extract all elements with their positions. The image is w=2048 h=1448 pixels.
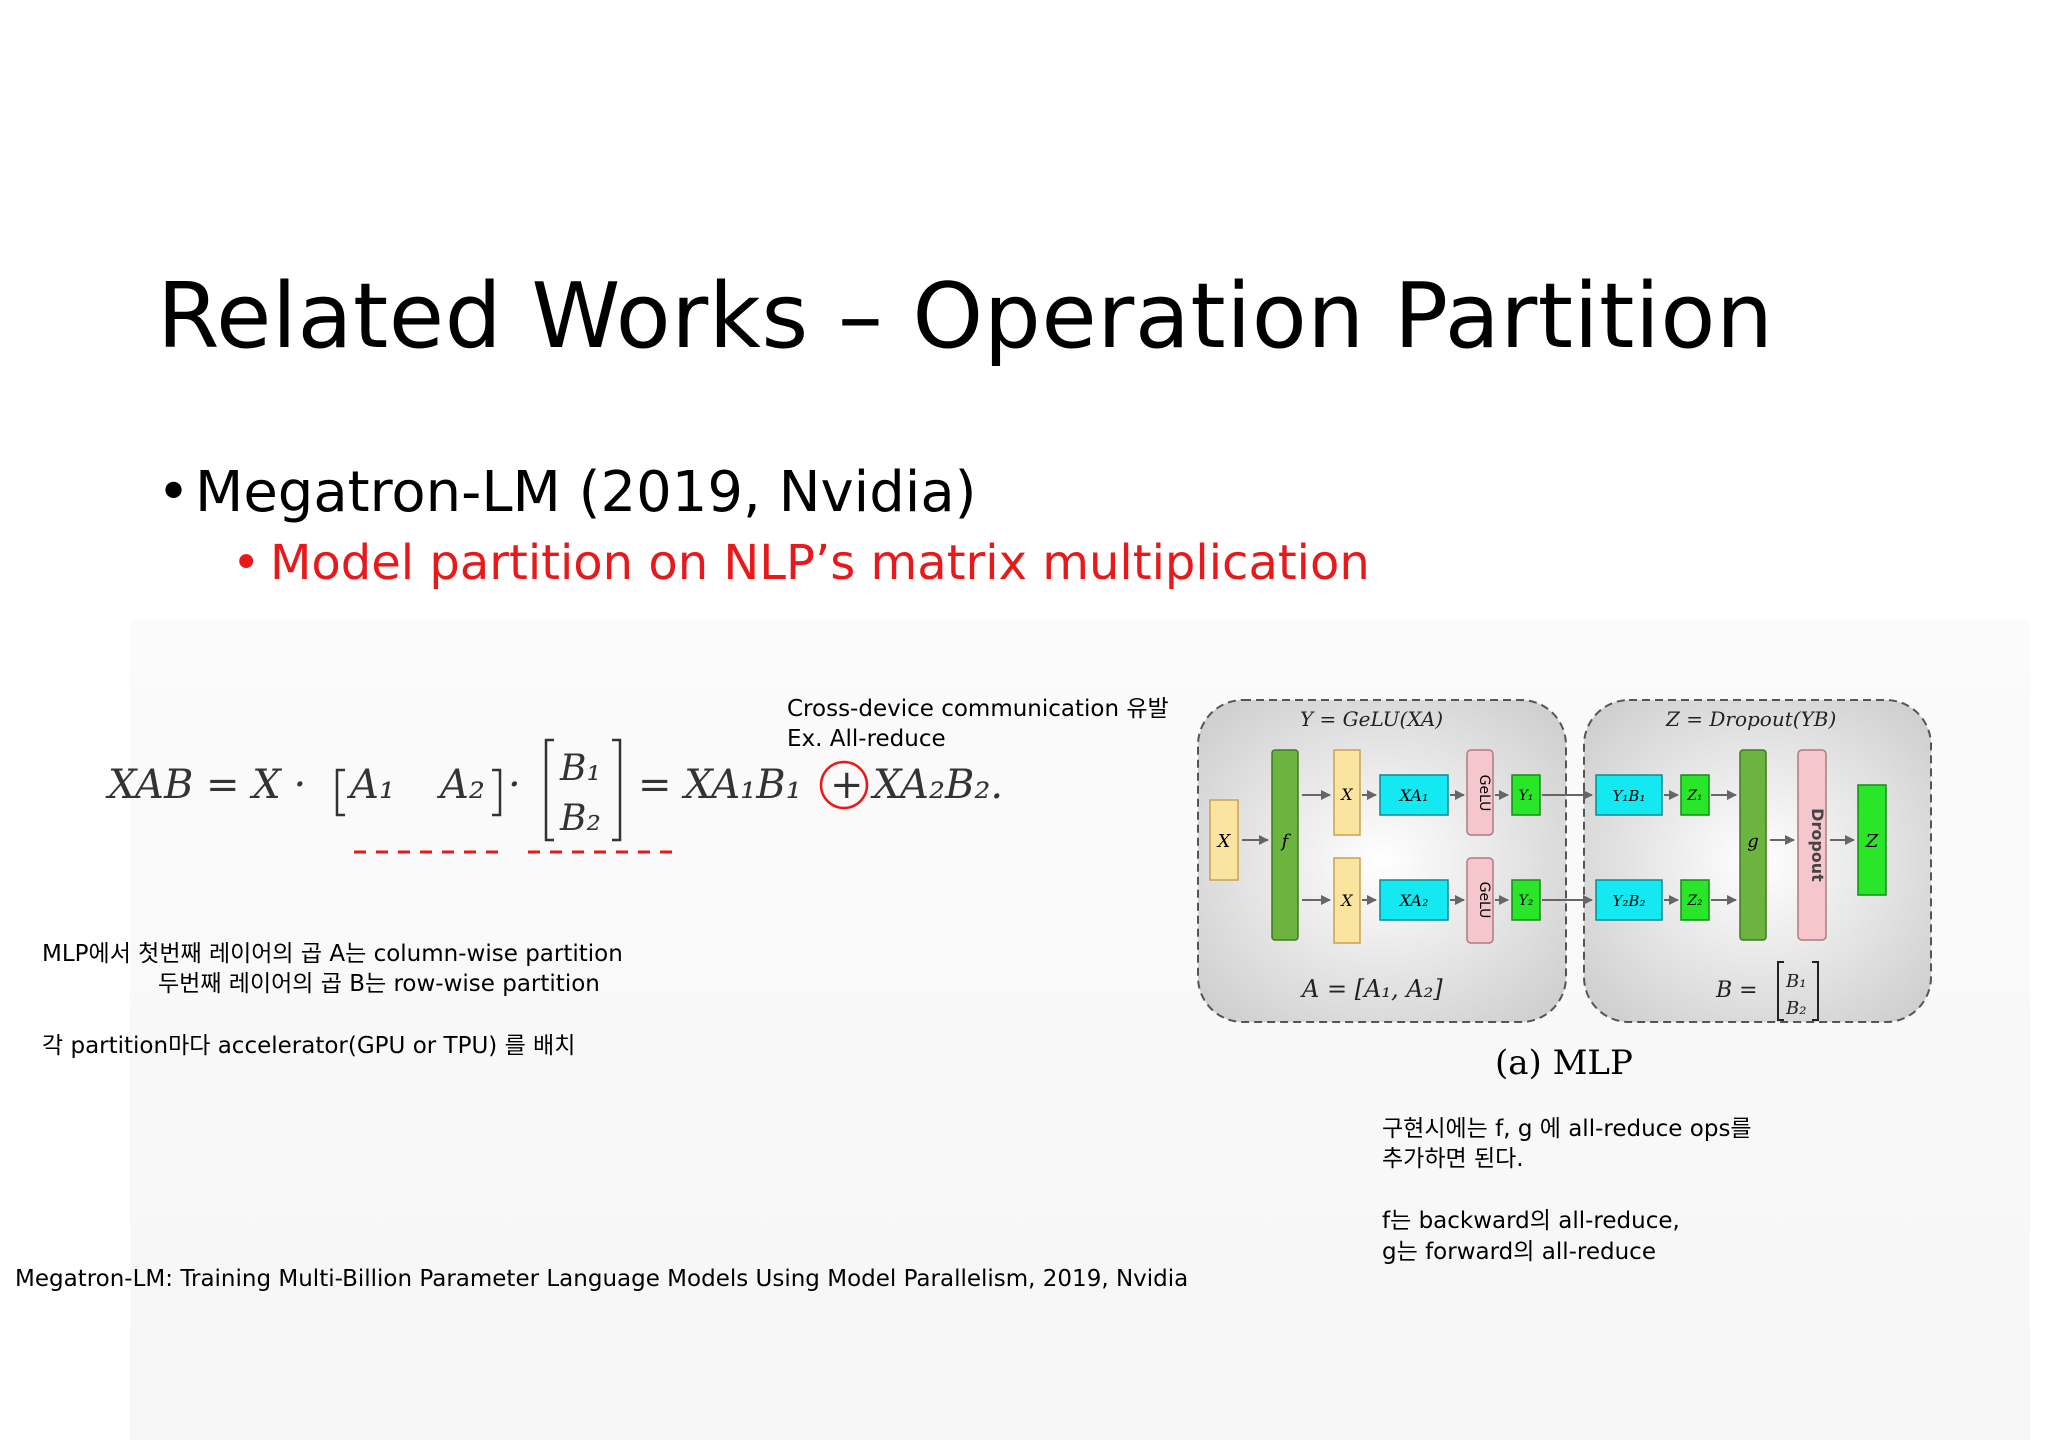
b1-label: B₁ (1785, 971, 1806, 992)
equation-b1: B₁ (559, 748, 601, 789)
y1b1-label: Y₁B₁ (1613, 787, 1646, 805)
implementation-note-2: 추가하면 된다. (1382, 1146, 1524, 1172)
sub-bullet-text: Model partition on NLP’s matrix multipli… (270, 535, 1370, 591)
accelerator-note: 각 partition마다 accelerator(GPU or TPU) 를 … (42, 1033, 576, 1059)
y1-box (1511, 774, 1541, 816)
bracket-b-right (612, 738, 622, 842)
a-partition-label: A = [A₁, A₂] (1300, 975, 1443, 1003)
bracket-a-right (492, 768, 502, 817)
x-copy-bottom-label: X (1339, 891, 1353, 910)
x-copy-top-label: X (1339, 785, 1353, 804)
y1-label: Y₁ (1519, 788, 1534, 804)
equation-lhs: XAB = X · (105, 762, 306, 808)
bullet-megatron: •Megatron-LM (2019, Nvidia) (157, 458, 976, 528)
y2-box (1511, 879, 1541, 921)
implementation-note-4: g는 forward의 all-reduce (1382, 1239, 1656, 1265)
citation: Megatron-LM: Training Multi-Billion Para… (15, 1266, 1189, 1292)
dropout-panel-title: Z = Dropout(YB) (1665, 707, 1836, 731)
z1-label: Z₁ (1686, 788, 1702, 804)
b2-label: B₂ (1785, 998, 1806, 1019)
sub-bullet-dot: • (232, 535, 261, 591)
gelu-panel (1197, 699, 1567, 1023)
gelu-top-label: GeLU (1476, 775, 1492, 812)
g-operator-label: g (1747, 831, 1759, 852)
output-z-label: Z (1865, 831, 1879, 852)
output-z-box (1857, 784, 1887, 896)
equation-a1: A₁ (346, 762, 395, 808)
equation-b2: B₂ (559, 798, 601, 839)
g-operator-bar (1739, 749, 1767, 941)
gelu-bottom-label: GeLU (1476, 882, 1492, 919)
bracket-b-left (544, 738, 554, 842)
cross-device-line2: Ex. All-reduce (787, 726, 946, 752)
bullet-dot: • (157, 460, 191, 525)
y1b1-box (1595, 774, 1663, 816)
mlp-diagram: Y = GeLU(XA) Z = Dropout(YB) A = [A₁, A₂… (1197, 699, 1932, 1023)
z2-label: Z₂ (1686, 893, 1703, 909)
z1-box (1680, 774, 1710, 816)
dropout-box (1797, 749, 1827, 941)
input-x-label: X (1216, 831, 1232, 852)
f-operator-bar (1271, 749, 1299, 941)
xa2-box (1379, 879, 1449, 921)
equation-rhs: XA₂B₂. (870, 762, 1003, 808)
dropout-label: Dropout (1808, 808, 1827, 882)
equation-eq2: = XA₁B₁ (638, 762, 802, 808)
b-partition-label: B = (1715, 978, 1758, 1003)
x-copy-top-box (1333, 749, 1361, 836)
figure-caption: (a) MLP (1495, 1043, 1633, 1083)
cross-device-note: Cross-device communication 유발 Ex. All-re… (787, 694, 1169, 754)
slide-title: Related Works – Operation Partition (157, 264, 1774, 369)
partition-equation: XAB = X · A₁ A₂ · B₁ B₂ = XA₁B₁ + XA₂B₂. (105, 738, 1003, 842)
z2-box (1680, 879, 1710, 921)
y2-label: Y₂ (1519, 893, 1534, 909)
implementation-note-3: f는 backward의 all-reduce, (1382, 1208, 1680, 1234)
equation-dot: · (508, 762, 521, 808)
red-dash-underlines (354, 850, 676, 854)
bracket-a-left (335, 768, 345, 817)
y2b2-label: Y₂B₂ (1613, 892, 1646, 910)
gelu-bottom-box (1466, 857, 1494, 944)
gelu-top-box (1466, 749, 1494, 836)
mlp-partition-note-2: 두번째 레이어의 곱 B는 row-wise partition (158, 971, 600, 997)
y2b2-box (1595, 879, 1663, 921)
xa2-label: XA₂ (1398, 891, 1429, 910)
gelu-panel-title: Y = GeLU(XA) (1300, 707, 1443, 731)
bullet-megatron-text: Megatron-LM (2019, Nvidia) (195, 460, 977, 525)
input-x-box (1209, 799, 1239, 881)
xa1-box (1379, 774, 1449, 816)
x-copy-bottom-box (1333, 857, 1361, 944)
mlp-partition-note-1: MLP에서 첫번째 레이어의 곱 A는 column-wise partitio… (42, 941, 623, 967)
sub-bullet-model-partition: •Model partition on NLP’s matrix multipl… (232, 532, 1370, 594)
implementation-note-1: 구현시에는 f, g 에 all-reduce ops를 (1382, 1116, 1752, 1142)
cross-device-line1: Cross-device communication 유발 (787, 696, 1169, 722)
equation-a2: A₂ (436, 762, 485, 808)
equation-plus: + (830, 762, 864, 808)
plus-highlight-circle (819, 760, 869, 810)
xa1-label: XA₁ (1398, 786, 1429, 805)
